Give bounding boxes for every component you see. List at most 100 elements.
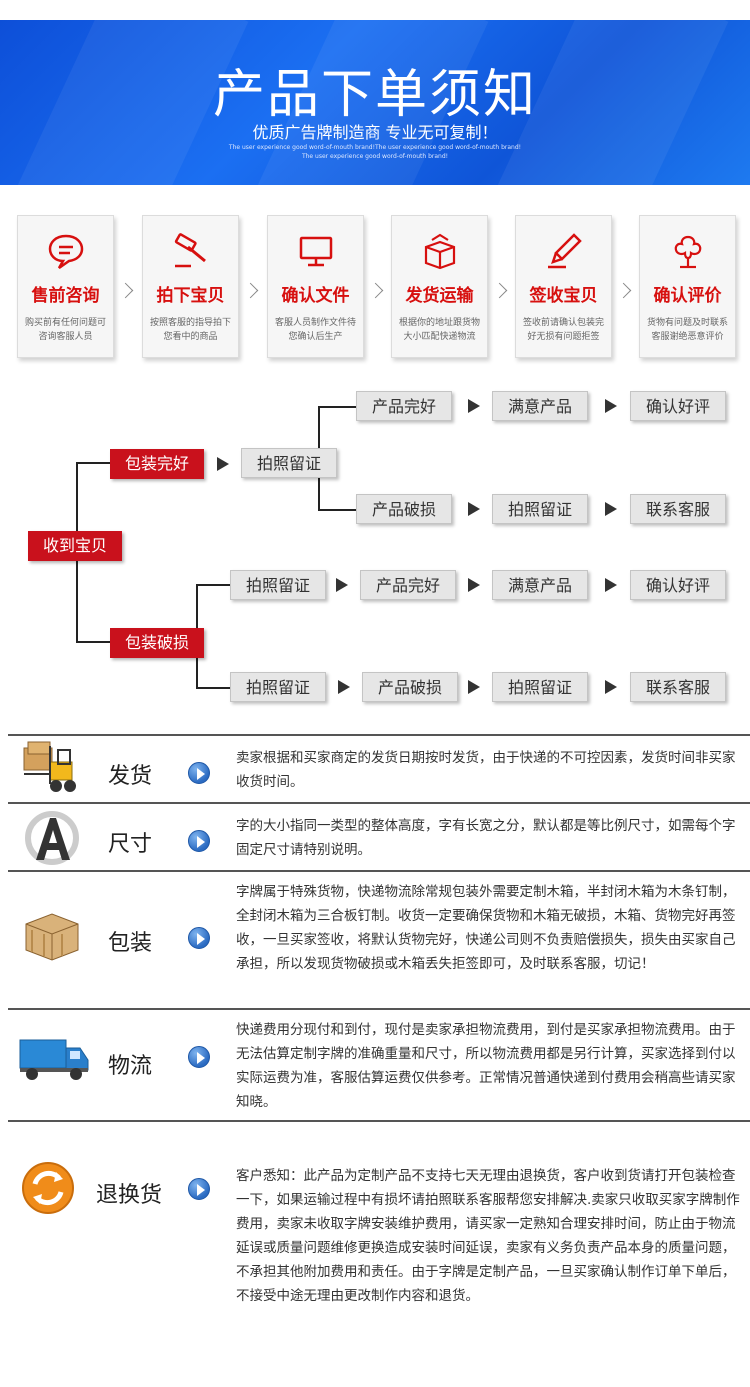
- step-name: 拍下宝贝: [156, 286, 225, 306]
- chevron-right-icon: [370, 282, 382, 304]
- monitor-icon: [299, 236, 333, 267]
- info-row-return: 退换货 客户悉知：此产品为定制产品不支持七天无理由退换货，客户收到货请打开包装检…: [8, 1120, 750, 1320]
- flow-connector: [196, 687, 232, 689]
- flow-good-review: 确认好评: [630, 570, 726, 600]
- row-divider: [8, 802, 750, 804]
- flow-connector: [196, 584, 232, 586]
- flow-product-bad: 产品破损: [356, 494, 452, 524]
- chevron-right-icon: [618, 282, 630, 304]
- flow-arrow: [605, 680, 617, 694]
- flow-good-pack: 包装完好: [110, 449, 204, 479]
- row-divider: [8, 870, 750, 872]
- banner-tagline: The user experience good word-of-mouth b…: [301, 153, 449, 160]
- flow-connector: [318, 406, 358, 408]
- flow-arrow: [468, 578, 480, 592]
- row-label: 物流: [108, 1054, 153, 1079]
- step-desc: 购买前有任何问题可咨询客服人员: [24, 318, 106, 342]
- row-text: 快递费用分现付和到付，现付是卖家承担物流费用，到付是买家承担物流费用。由于无法估…: [236, 1022, 736, 1110]
- row-text: 卖家根据和买家商定的发货日期按时发货，由于快递的不可控因素，发货时间非买家收货时…: [236, 750, 736, 790]
- chevron-right-icon: [494, 282, 506, 304]
- step-name: 售前咨询: [31, 286, 100, 306]
- step-desc: 签收前请确认包装完好无损有问题拒签: [522, 318, 604, 342]
- chat-bubble-icon: [48, 234, 84, 270]
- flow-good-review: 确认好评: [630, 391, 726, 421]
- exchange-icon: [22, 1162, 74, 1214]
- letter-a-icon: [25, 811, 79, 865]
- step-desc: 根据你的地址跟货物大小匹配快递物流: [398, 318, 480, 342]
- info-row-size: 尺寸 字的大小指同一类型的整体高度，字有长宽之分，默认都是等比例尺寸，如需每个字…: [8, 802, 750, 870]
- page-title: 产品下单须知: [212, 65, 537, 125]
- flow-connector: [318, 509, 358, 511]
- pen-sign-icon: [548, 233, 582, 269]
- step-card: 确认评价 货物有问题及时联系客服谢绝恶意评价: [639, 215, 736, 358]
- flow-arrow: [468, 399, 480, 413]
- wooden-crate-icon: [25, 913, 79, 961]
- row-text: 字的大小指同一类型的整体高度，字有长宽之分，默认都是等比例尺寸，如需每个字固定尺…: [236, 818, 736, 858]
- flow-root: 收到宝贝: [28, 531, 122, 561]
- flow-photo: 拍照留证: [492, 672, 588, 702]
- forklift-icon: [23, 741, 76, 792]
- flow-product-ok: 产品完好: [360, 570, 456, 600]
- play-arrow-icon: [188, 927, 210, 949]
- flow-photo: 拍照留证: [241, 448, 337, 478]
- row-label: 退换货: [96, 1183, 163, 1208]
- flow-contact: 联系客服: [630, 494, 726, 524]
- row-text: 字牌属于特殊货物，快递物流除常规包装外需要定制木箱，半封闭木箱为木条钉制，全封闭…: [236, 884, 736, 972]
- flow-bad-pack: 包装破损: [110, 628, 204, 658]
- flow-arrow: [468, 502, 480, 516]
- flow-photo: 拍照留证: [230, 672, 326, 702]
- info-row-logistics: 物流 快递费用分现付和到付，现付是卖家承担物流费用，到付是买家承担物流费用。由于…: [8, 1008, 750, 1120]
- page-subtitle: 优质广告牌制造商 专业无可复制！: [252, 123, 498, 142]
- step-card: 签收宝贝 签收前请确认包装完好无损有问题拒签: [515, 215, 612, 358]
- flow-product-ok: 产品完好: [356, 391, 452, 421]
- play-arrow-icon: [188, 830, 210, 852]
- row-divider: [8, 1120, 750, 1122]
- flow-arrow: [605, 399, 617, 413]
- flow-arrow: [468, 680, 480, 694]
- flow-arrow: [338, 680, 350, 694]
- flow-product-bad: 产品破损: [362, 672, 458, 702]
- step-name: 确认评价: [653, 286, 722, 306]
- row-label: 包装: [108, 931, 153, 956]
- step-card: 发货运输 根据你的地址跟货物大小匹配快递物流: [391, 215, 488, 358]
- banner-tagline: The user experience good word-of-mouth b…: [228, 144, 522, 151]
- step-name: 确认文件: [281, 286, 350, 306]
- chevron-right-icon: [120, 282, 132, 304]
- flow-connector: [76, 462, 112, 464]
- row-text: 客户悉知：此产品为定制产品不支持七天无理由退换货，客户收到货请打开包装检查一下，…: [236, 1168, 740, 1304]
- info-row-shipping: 发货 卖家根据和买家商定的发货日期按时发货，由于快递的不可控因素，发货时间非买家…: [8, 734, 750, 802]
- play-arrow-icon: [188, 1046, 210, 1068]
- box-icon: [424, 233, 456, 270]
- play-arrow-icon: [188, 762, 210, 784]
- chevron-right-icon: [245, 282, 257, 304]
- flow-arrow: [217, 457, 229, 471]
- step-name: 签收宝贝: [529, 286, 598, 306]
- gavel-icon: [174, 233, 206, 268]
- row-divider: [8, 734, 750, 736]
- flow-photo: 拍照留证: [230, 570, 326, 600]
- flow-connector: [76, 641, 112, 643]
- step-name: 发货运输: [405, 286, 474, 306]
- header-banner: 产品下单须知 优质广告牌制造商 专业无可复制！ The user experie…: [0, 20, 750, 185]
- row-divider: [8, 1008, 750, 1010]
- step-card: 售前咨询 购买前有任何问题可咨询客服人员: [17, 215, 114, 358]
- flow-arrow: [336, 578, 348, 592]
- info-row-packing: 包装 字牌属于特殊货物，快递物流除常规包装外需要定制木箱，半封闭木箱为木条钉制，…: [8, 870, 750, 1008]
- step-card: 拍下宝贝 按照客服的指导拍下您看中的商品: [142, 215, 239, 358]
- step-desc: 按照客服的指导拍下您看中的商品: [149, 318, 231, 342]
- flow-satisfied: 满意产品: [492, 391, 588, 421]
- row-label: 尺寸: [108, 832, 153, 857]
- flow-photo: 拍照留证: [492, 494, 588, 524]
- truck-icon: [19, 1039, 89, 1080]
- row-label: 发货: [108, 764, 153, 789]
- step-desc: 客服人员制作文件待您确认后生产: [274, 318, 356, 342]
- step-card: 确认文件 客服人员制作文件待您确认后生产: [267, 215, 364, 358]
- flow-arrow: [605, 502, 617, 516]
- play-arrow-icon: [188, 1178, 210, 1200]
- step-desc: 货物有问题及时联系客服谢绝恶意评价: [646, 318, 728, 342]
- flow-satisfied: 满意产品: [492, 570, 588, 600]
- flower-icon: [674, 235, 702, 269]
- flow-contact: 联系客服: [630, 672, 726, 702]
- flow-arrow: [605, 578, 617, 592]
